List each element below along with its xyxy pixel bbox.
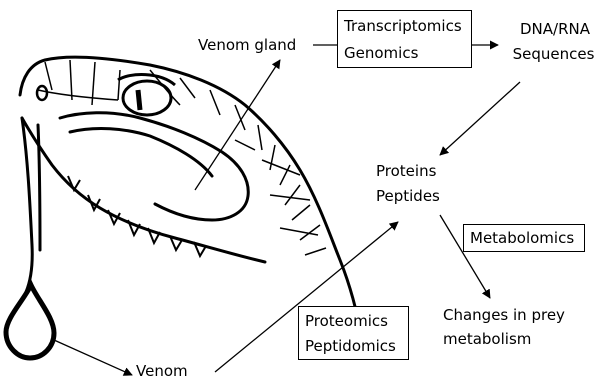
venom-drop [6,285,54,358]
metabolomics-box: Metabolomics [463,224,585,252]
snake-eye [118,75,175,115]
transcriptomics-genomics-box: Transcriptomics Genomics [337,10,472,68]
sequences-label: Sequences [507,45,600,63]
venom-label: Venom [136,362,188,380]
proteomics-peptidomics-box: Proteomics Peptidomics [298,306,409,360]
proteins-label: Proteins [376,162,436,180]
venom-gland-label: Venom gland [198,36,296,54]
transcriptomics-label: Transcriptomics [344,17,462,35]
arrow-sequences-to-proteins [440,82,520,155]
dna-rna-label: DNA/RNA [510,20,600,38]
peptides-label: Peptides [376,187,440,205]
arrow-drop-to-venom [54,340,132,375]
metabolism-label: metabolism [443,330,531,348]
metabolomics-label: Metabolomics [470,229,574,247]
peptidomics-label: Peptidomics [305,337,396,355]
genomics-label: Genomics [344,44,418,62]
snake-scales [38,60,326,255]
proteomics-label: Proteomics [305,312,388,330]
changes-in-prey-label: Changes in prey [443,306,565,324]
